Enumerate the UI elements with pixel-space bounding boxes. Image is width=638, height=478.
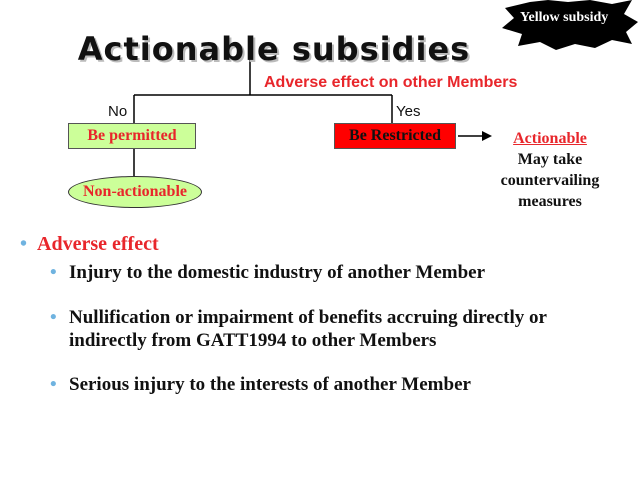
yellow-subsidy-label: Yellow subsidy <box>520 10 609 25</box>
bullet-dot-icon: • <box>50 374 57 395</box>
bullet-item-3: • Serious injury to the interests of ano… <box>50 373 620 396</box>
actionable-line-1: May take <box>517 151 583 168</box>
be-permitted-box: Be permitted <box>68 123 196 149</box>
actionable-note: Actionable May take countervailing measu… <box>488 128 612 212</box>
actionable-line-2: countervailing <box>500 172 600 189</box>
yellow-subsidy-burst <box>502 0 638 50</box>
non-actionable-ellipse: Non-actionable <box>68 176 202 208</box>
be-restricted-box: Be Restricted <box>334 123 456 149</box>
bullet-item-1-text: Injury to the domestic industry of anoth… <box>69 262 486 283</box>
condition-label: Adverse effect on other Members <box>264 74 518 91</box>
bullet-dot-icon: • <box>50 262 57 283</box>
bullet-item-3-text: Serious injury to the interests of anoth… <box>69 374 471 395</box>
yes-branch-label: Yes <box>396 103 421 120</box>
arrow-head-icon <box>482 131 492 141</box>
no-branch-label: No <box>108 103 128 120</box>
bullet-list: • Adverse effect • Injury to the domestic… <box>0 228 638 478</box>
bullet-item-2-text: Nullification or impairment of benefits … <box>69 307 547 351</box>
actionable-line-3: measures <box>518 193 582 210</box>
bullet-dot-icon: • <box>50 307 57 328</box>
actionable-heading: Actionable <box>513 130 587 147</box>
bullet-main-text: Adverse effect <box>37 233 159 255</box>
bullet-main: • Adverse effect <box>20 233 159 256</box>
bullet-item-1: • Injury to the domestic industry of ano… <box>50 261 620 284</box>
bullet-dot-icon: • <box>20 233 28 255</box>
page-title: Actionable subsidies <box>77 30 471 68</box>
bullet-item-2: • Nullification or impairment of benefit… <box>50 306 620 352</box>
